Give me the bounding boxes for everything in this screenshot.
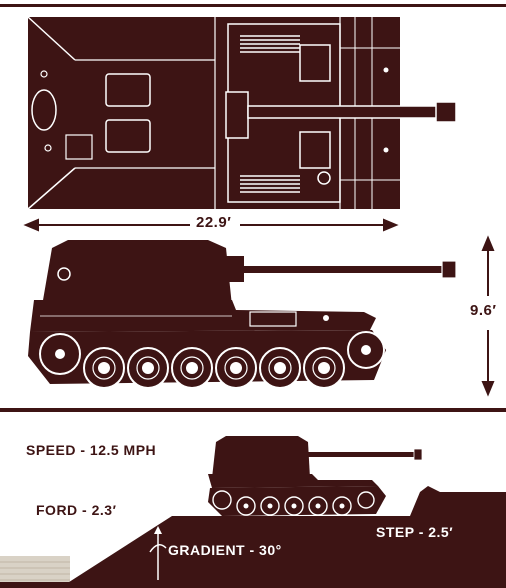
gradient-label: GRADIENT - 30° bbox=[168, 542, 282, 558]
terrain-profile bbox=[0, 486, 506, 588]
length-dimension-line bbox=[23, 218, 399, 232]
section-rule bbox=[0, 408, 506, 412]
tank-top-view bbox=[27, 16, 457, 210]
height-dimension-line bbox=[481, 235, 495, 397]
length-label: 22.9′ bbox=[196, 214, 232, 231]
tank-mini-illustration bbox=[208, 436, 423, 516]
ford-label: FORD - 2.3′ bbox=[36, 502, 117, 518]
tank-side-view bbox=[28, 240, 457, 389]
step-label: STEP - 2.5′ bbox=[376, 524, 454, 540]
height-label: 9.6′ bbox=[470, 302, 497, 319]
speed-label: SPEED - 12.5 MPH bbox=[26, 442, 157, 458]
top-rule bbox=[0, 4, 506, 7]
